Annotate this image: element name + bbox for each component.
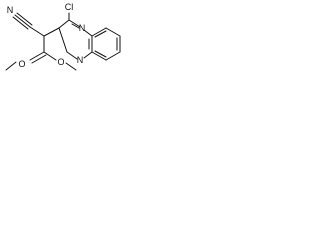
nitrile-nitrogen-label: N	[7, 5, 14, 15]
bond-alpha-to-ring	[43, 27, 60, 37]
ring-nitrogen-bottom-label: N	[77, 55, 84, 65]
methoxy-bond	[65, 62, 77, 71]
benzene-ring	[91, 27, 121, 61]
methyl-bond	[5, 61, 17, 71]
carbonyl-oxygen-label: O	[18, 59, 25, 69]
bond-alpha-to-nitrile	[29, 26, 45, 37]
benzene-bond-4	[105, 51, 121, 61]
nitrile-triple-bond-2	[12, 16, 29, 30]
chlorine-label: Cl	[65, 2, 74, 12]
ring-nitrogen-top-label: N	[79, 23, 86, 33]
chemical-structure-drawing: N Cl N N O O	[5, 2, 121, 71]
ester-group	[5, 51, 77, 71]
pyrazine-ring	[58, 19, 93, 60]
nitrile-triple-bond-1	[14, 14, 31, 28]
benzene-bond-1	[91, 27, 107, 37]
carbonyl-double-bond-1	[29, 51, 45, 61]
benzene-bond-2	[105, 27, 121, 37]
ring-bond-n4-c4a	[83, 29, 93, 37]
ring-inner-double-1	[71, 23, 80, 29]
ester-single-bond	[43, 51, 57, 61]
ring-bond-n1-c2	[66, 51, 78, 60]
ring-bond-c3-n4	[68, 19, 81, 28]
benzene-inner-double-1	[94, 30, 107, 38]
ring-bond-c2-cring	[58, 27, 68, 53]
ring-bond-c8a-n1	[83, 51, 93, 59]
ring-bond-c2-c3	[58, 19, 70, 29]
nitrile-group	[12, 12, 33, 30]
carbonyl-double-bond-2	[31, 54, 47, 64]
nitrile-triple-bond-3	[16, 12, 33, 26]
benzene-bond-5	[91, 51, 107, 61]
ester-oxygen-label: O	[57, 57, 64, 67]
benzene-inner-double-3	[94, 50, 107, 58]
